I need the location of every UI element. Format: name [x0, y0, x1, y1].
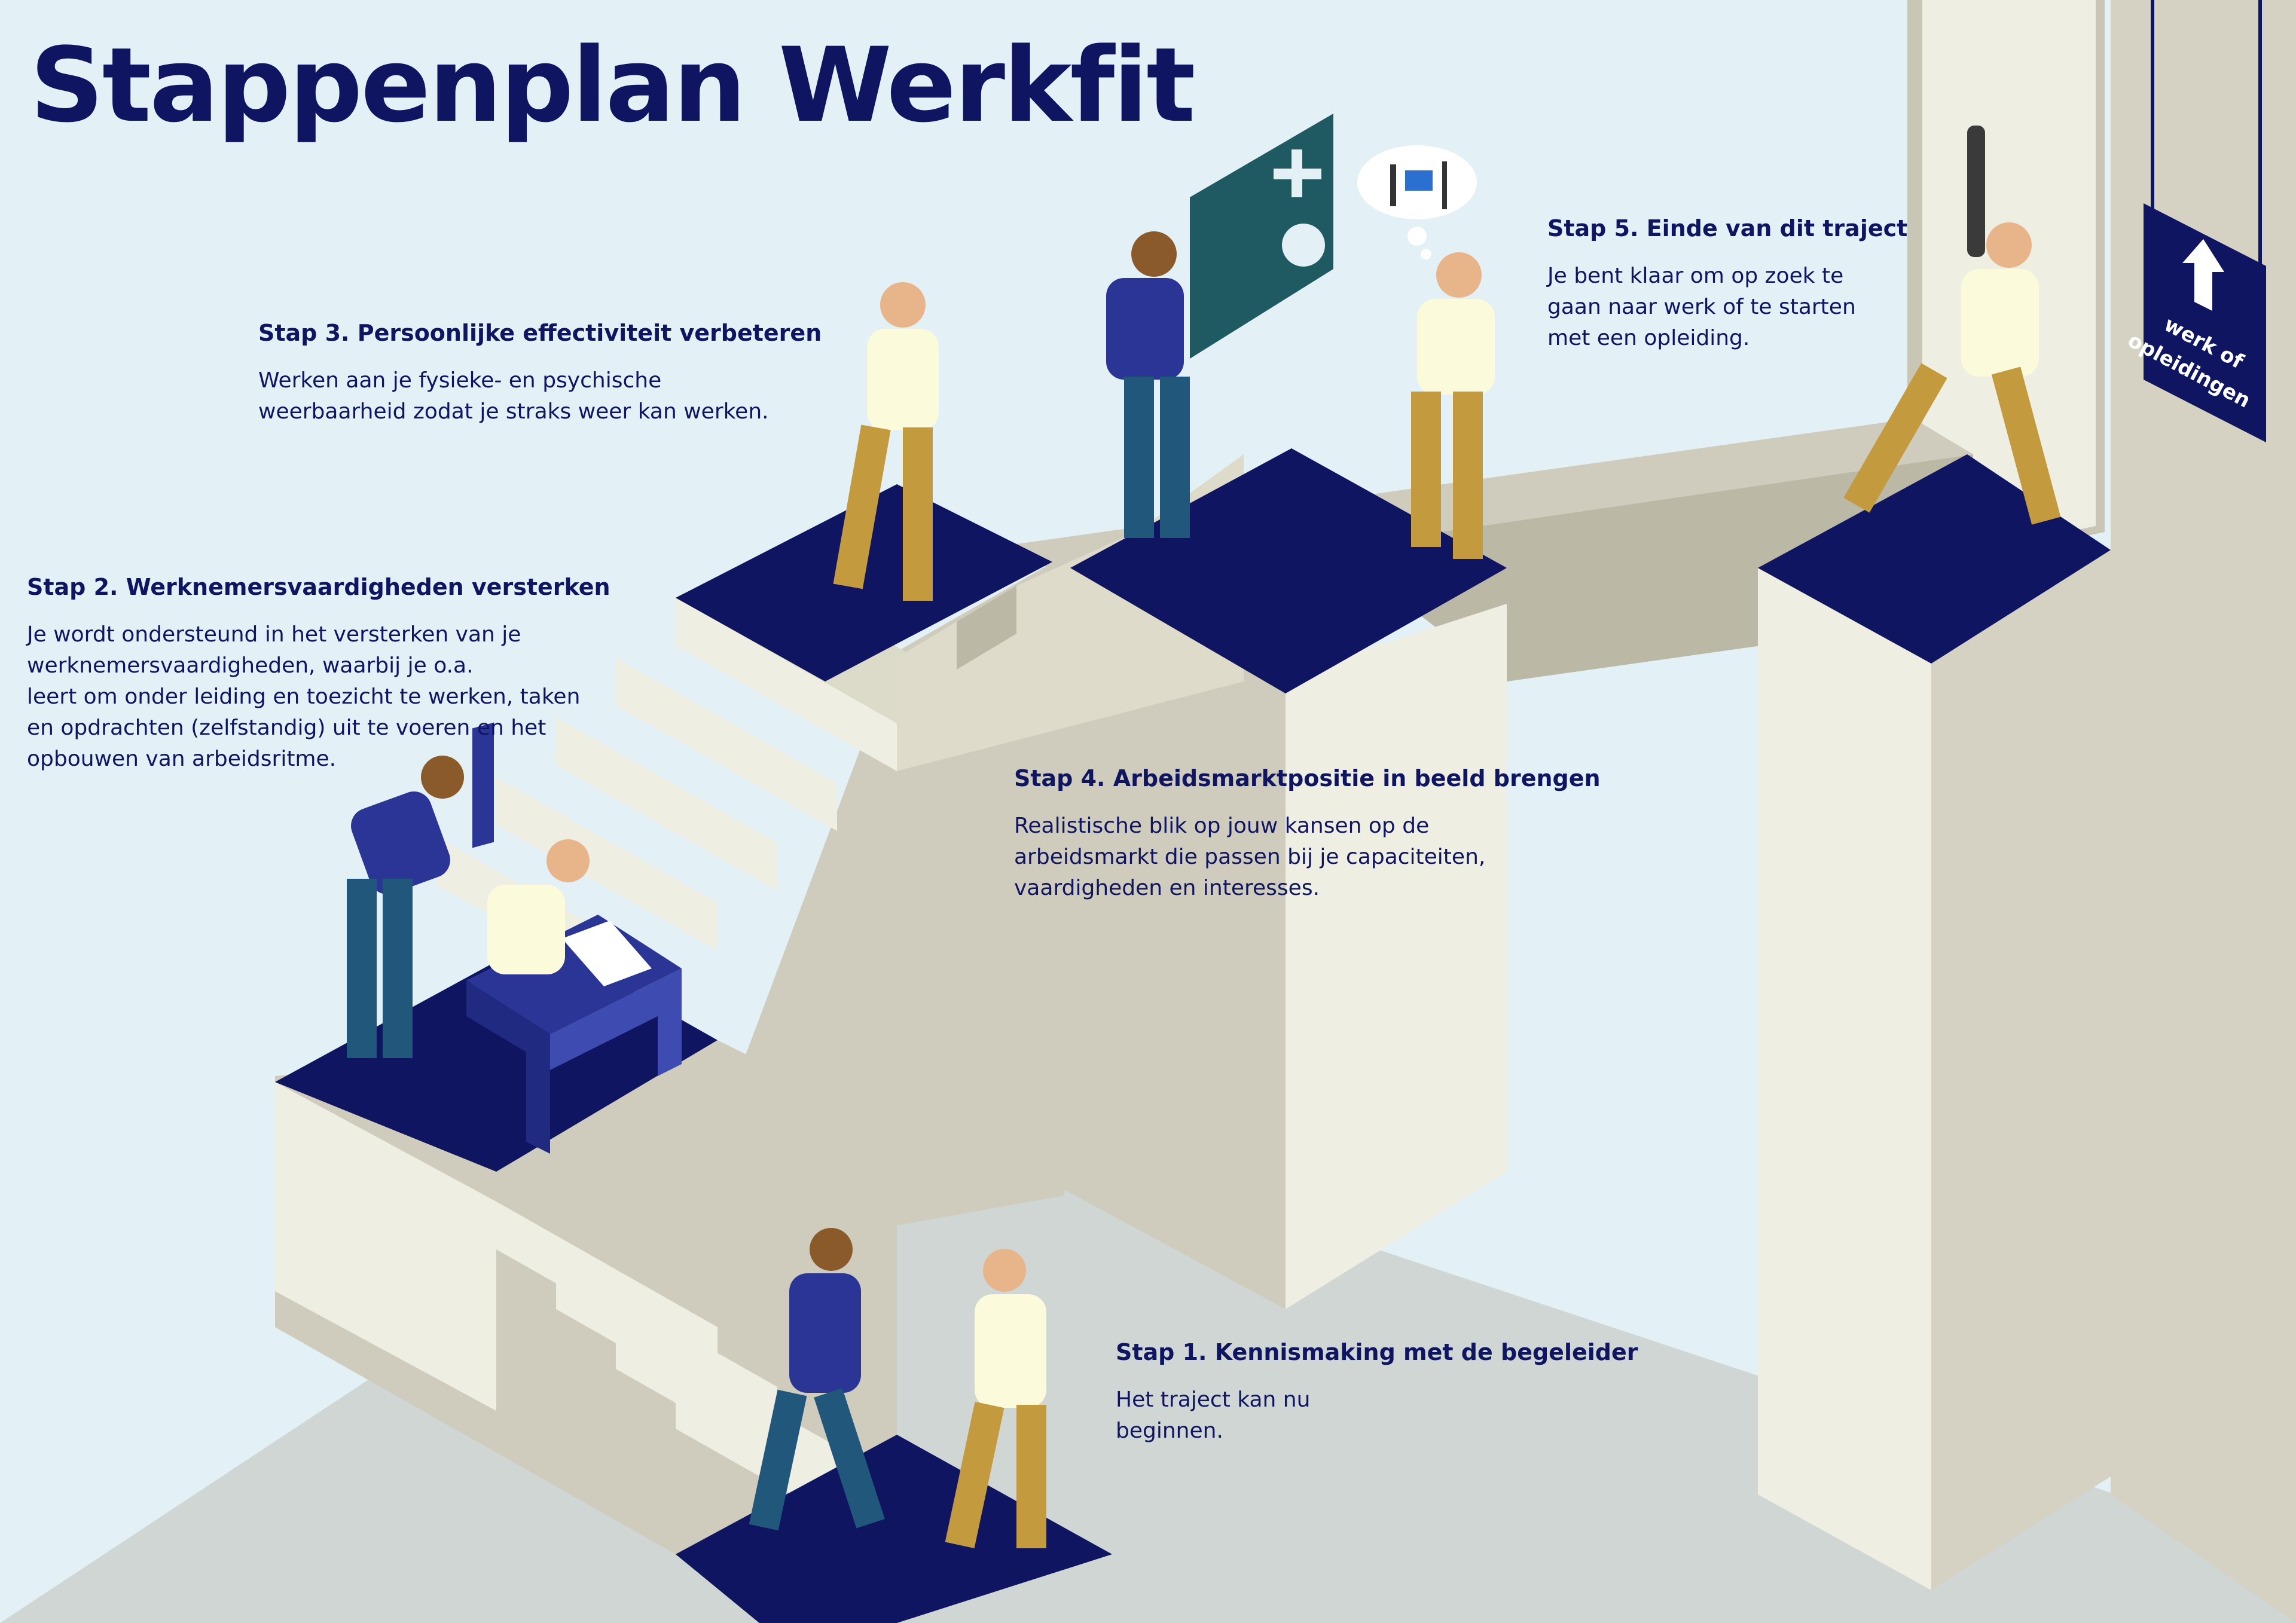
pie-chart-icon [1282, 224, 1325, 267]
step-2-title: Stap 2. Werknemersvaardigheden versterke… [27, 574, 610, 600]
step-4-body: Realistische blik op jouw kansen op de a… [1014, 813, 1486, 900]
platform-step5 [1758, 454, 2111, 664]
step2-block-front [275, 1082, 496, 1411]
bridge-beam-underside [1070, 454, 1973, 681]
pillar-step4-right [1286, 604, 1507, 1309]
person-opening-door-step5 [1843, 222, 2061, 525]
step-1-text: Stap 1. Kennismaking met de begeleider H… [1116, 1339, 1654, 1447]
person-client-step1 [945, 1249, 1046, 1548]
pillar-step4-left [1064, 556, 1286, 1309]
door-handle [1967, 126, 1985, 257]
person-begeleider-step2 [347, 756, 464, 1058]
syringe-icon [1442, 161, 1447, 209]
person-client-step2 [487, 839, 590, 974]
step-1-body: Het traject kan nu beginnen. [1116, 1387, 1311, 1443]
step-4-text: Stap 4. Arbeidsmarktpositie in beeld bre… [1014, 765, 1612, 904]
step-2-body: Je wordt ondersteund in het versterken v… [27, 622, 581, 771]
direction-sign [2144, 203, 2266, 442]
step-3-title: Stap 3. Persoonlijke effectiviteit verbe… [258, 320, 822, 346]
desk-front [466, 980, 550, 1154]
step-2-text: Stap 2. Werknemersvaardigheden versterke… [27, 574, 625, 775]
thought-dot-2 [1421, 249, 1431, 259]
thought-dot-1 [1407, 227, 1427, 246]
upper-stair-face-2 [616, 658, 837, 831]
computer-icon [1405, 170, 1433, 191]
step-4-title: Stap 4. Arbeidsmarktpositie in beeld bre… [1014, 765, 1601, 791]
step-5-body: Je bent klaar om op zoek te gaan naar we… [1547, 263, 1856, 350]
platform-step1 [676, 1435, 1112, 1623]
desk-paper [562, 921, 652, 986]
step-3-body: Werken aan je fysieke- en psychische wee… [258, 368, 769, 424]
person-thinking-step4 [1411, 252, 1495, 559]
step-5-title: Stap 5. Einde van dit traject [1547, 215, 1908, 242]
pillar-step5-left [1758, 568, 1931, 1590]
upper-stair-face-1 [676, 598, 897, 771]
arrow-up-icon [2182, 239, 2224, 311]
chair-back [472, 722, 494, 848]
step-1-title: Stap 1. Kennismaking met de begeleider [1116, 1339, 1638, 1365]
upper-stair-face-4 [496, 777, 718, 950]
step-5-text: Stap 5. Einde van dit traject Je bent kl… [1547, 215, 1966, 354]
person-cheering-step3 [833, 282, 939, 601]
step-3-text: Stap 3. Persoonlijke effectiviteit verbe… [258, 320, 856, 427]
mid-stairs-riser [957, 586, 1016, 670]
desk-side [550, 968, 682, 1076]
plus-icon-h [1274, 169, 1321, 179]
person-presenter-step4 [1106, 231, 1190, 538]
upper-stair-face-3 [556, 717, 777, 891]
page-title: Stappenplan Werkfit [30, 25, 1195, 145]
person-begeleider-step1 [749, 1228, 885, 1531]
pillar-step5-right [1931, 550, 2111, 1590]
wrench-icon [1390, 164, 1396, 206]
platform-step3 [676, 484, 1052, 681]
